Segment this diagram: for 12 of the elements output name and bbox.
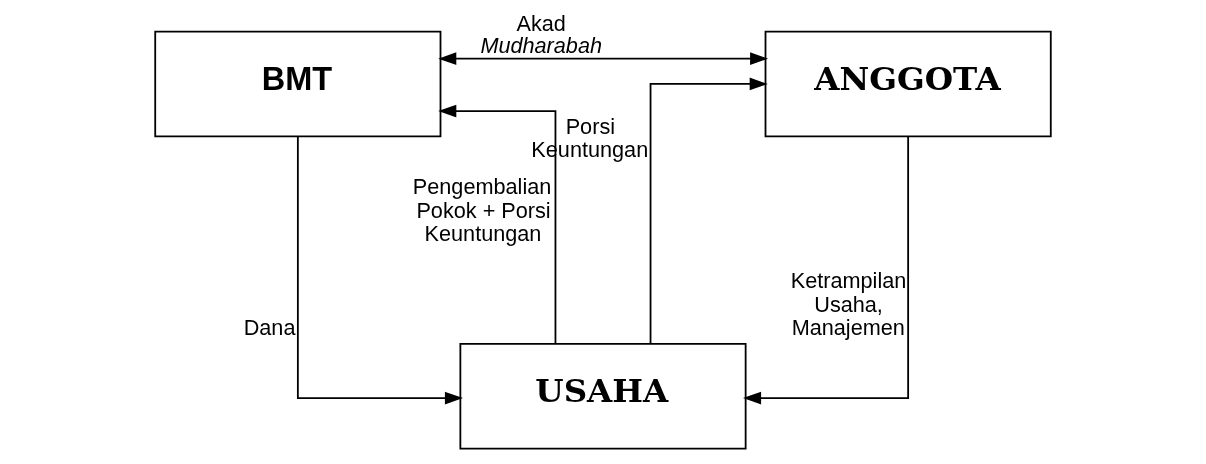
- arrow: [649, 77, 768, 345]
- edge-label: Ketrampilan Usaha, Manajemen: [790, 268, 907, 341]
- edge-label: Dana: [243, 315, 296, 341]
- edge-label: Akad Mudharabah: [480, 10, 603, 58]
- node-box: ANGGOTA: [764, 30, 1052, 138]
- arrow: [438, 52, 769, 65]
- node-box: BMT: [154, 30, 442, 138]
- node-box: USAHA: [459, 343, 747, 450]
- edge-label: Pengembalian Pokok + Porsi Keuntungan: [412, 174, 552, 247]
- arrow: [743, 135, 910, 405]
- arrow: [438, 104, 557, 345]
- arrow: [296, 135, 463, 405]
